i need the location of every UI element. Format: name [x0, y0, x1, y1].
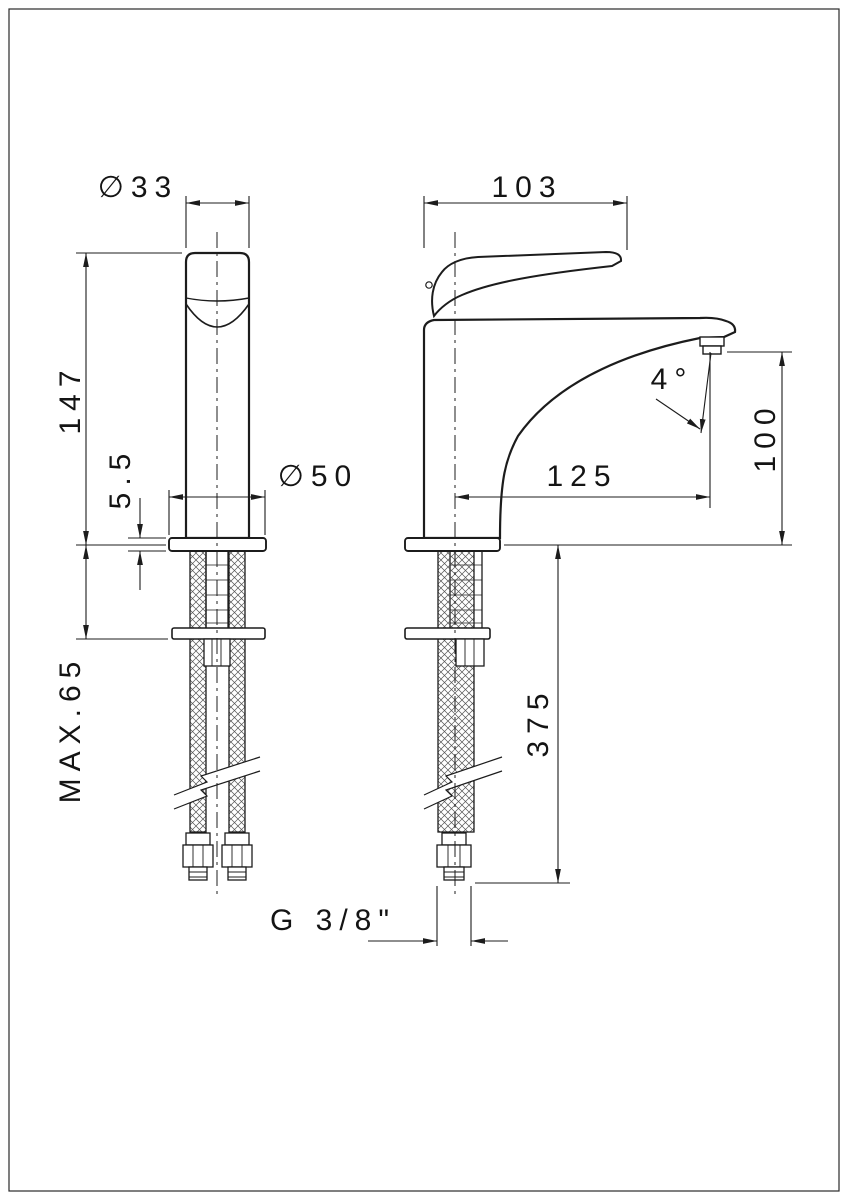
break-gap: [424, 757, 502, 809]
dim-125: [455, 352, 711, 508]
faucet-body-side: [422, 316, 737, 540]
dim-5-5: [128, 498, 166, 590]
break-line: [173, 770, 261, 810]
mounting-nut: [455, 638, 485, 667]
label-hose-length: 375: [522, 686, 555, 757]
stream-line: [699, 352, 712, 434]
angle-leader-arc: [655, 398, 701, 430]
handle-indicator-dot: [425, 281, 433, 289]
label-outlet-height: 100: [749, 401, 782, 472]
label-spout-width: 103: [491, 171, 562, 204]
label-diameter-top: ∅33: [98, 171, 179, 204]
label-base-diameter: ∅50: [278, 460, 359, 493]
side-view-body: [404, 250, 737, 552]
dim-g38: [368, 886, 508, 946]
dimensions: [76, 196, 792, 946]
dimension-labels: ∅33 103 147 5.5 ∅50 125 4° 100 MAX.65 37…: [54, 171, 782, 937]
centerlines: [216, 232, 456, 896]
front-view-underdeck: [171, 550, 266, 881]
label-stream-angle: 4°: [651, 363, 694, 396]
hose-fitting: [436, 832, 472, 881]
label-spout-reach: 125: [546, 460, 617, 493]
hose-fitting: [182, 832, 214, 881]
dim-375: [475, 545, 570, 884]
mounting-plate: [404, 627, 491, 640]
aerator: [699, 336, 725, 355]
dim-phi33: [185, 196, 250, 248]
dim-angle-4: [655, 352, 712, 434]
label-body-height: 147: [54, 363, 87, 434]
page-border: [8, 8, 840, 1192]
label-max-counter: MAX.65: [54, 655, 87, 804]
hose-fitting: [221, 832, 253, 881]
break-line: [423, 770, 503, 810]
break-line: [423, 756, 503, 796]
label-thread: G 3/8": [270, 904, 396, 937]
label-deck-thickness: 5.5: [104, 447, 137, 510]
faucet-body-front: [184, 251, 251, 540]
dim-phi50: [168, 490, 266, 535]
break-line: [173, 756, 261, 796]
dim-max65: [76, 545, 168, 640]
flex-hose-right: [228, 550, 246, 833]
dim-103: [423, 196, 628, 250]
dim-100: [504, 351, 792, 546]
handle-lever: [431, 250, 623, 319]
mounting-plate: [171, 627, 266, 640]
side-view-underdeck: [404, 550, 503, 881]
dim-147: [76, 252, 182, 546]
deck-flange: [404, 537, 501, 552]
